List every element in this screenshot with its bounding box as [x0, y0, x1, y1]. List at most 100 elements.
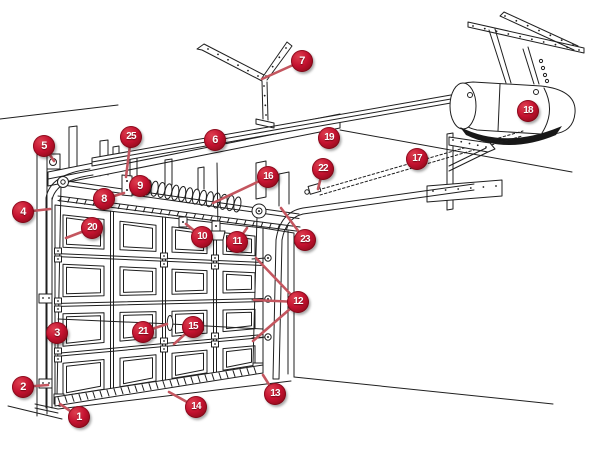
angle-tick	[159, 209, 163, 215]
callout-badge-12[interactable]: 12	[287, 291, 309, 313]
angle-tick	[75, 198, 79, 204]
door-rail	[54, 300, 264, 307]
seal-tick	[239, 369, 243, 377]
callout-badge-6[interactable]: 6	[204, 129, 226, 151]
perforation-dot	[48, 297, 50, 299]
door-panel-inset	[123, 223, 153, 249]
cable-drum-right	[255, 207, 263, 215]
perforation-dot	[566, 46, 569, 49]
angle-tick	[277, 224, 280, 230]
door-hardware	[53, 216, 272, 407]
door-panel	[119, 311, 157, 342]
hinge-bolt	[57, 308, 59, 310]
perforation-dot	[257, 75, 259, 77]
seal-tick	[99, 390, 103, 398]
callout-badge-16[interactable]: 16	[257, 166, 279, 188]
perforation-dot	[495, 30, 498, 33]
door-panel-inset	[226, 348, 252, 368]
lift-handle	[166, 315, 174, 331]
seal-tick	[148, 383, 152, 391]
angle-tick	[201, 214, 205, 220]
hinge-bolt	[57, 358, 59, 360]
bracket-bolt	[182, 221, 184, 223]
seal-tick	[246, 367, 250, 375]
perforation-dot	[263, 94, 266, 97]
angle-tick	[134, 206, 138, 212]
door-panel	[119, 220, 157, 252]
release-handle	[210, 230, 226, 241]
callout-badge-25[interactable]: 25	[120, 126, 142, 148]
callout-badge-20[interactable]: 20	[81, 217, 103, 239]
door-panel-inset	[226, 273, 252, 291]
callout-badge-21[interactable]: 21	[132, 321, 154, 343]
perforation-dot	[560, 39, 563, 42]
angle-tick	[126, 204, 129, 211]
callout-badge-18[interactable]: 18	[517, 100, 539, 122]
seal-tick	[162, 380, 166, 388]
door-panel	[171, 349, 208, 379]
angle-tick	[176, 211, 180, 217]
callout-badge-1[interactable]: 1	[68, 406, 90, 428]
callout-badge-15[interactable]: 15	[182, 316, 204, 338]
seal-tick	[218, 372, 222, 380]
callout-badge-9[interactable]: 9	[129, 175, 151, 197]
perforation-dot	[485, 146, 487, 148]
callout-badge-2[interactable]: 2	[12, 376, 34, 398]
seal-tick	[190, 376, 194, 384]
angle-tick	[260, 222, 264, 228]
perforation-dot	[278, 56, 281, 59]
perforation-dot	[578, 49, 580, 51]
ceiling-mounting-brackets	[467, 11, 585, 85]
bracket-bolt	[215, 225, 217, 227]
callout-badge-8[interactable]: 8	[93, 188, 115, 210]
door-rail	[54, 336, 264, 357]
perforation-dot	[271, 65, 274, 68]
perforation-dot	[482, 186, 485, 188]
bracket-perforations	[42, 15, 580, 384]
door-panel-inset	[66, 266, 101, 295]
perforation-dot	[285, 47, 287, 49]
seal-tick	[211, 373, 215, 381]
perforation-dot	[483, 27, 486, 30]
callout-badge-13[interactable]: 13	[264, 383, 286, 405]
seal-tick	[225, 371, 229, 379]
track-roller	[267, 336, 269, 338]
angle-tick	[151, 208, 154, 214]
callout-badge-5[interactable]: 5	[33, 135, 55, 157]
angle-tick	[58, 196, 62, 202]
callout-badge-22[interactable]: 22	[312, 158, 334, 180]
door-panel-inset	[123, 269, 153, 293]
perforation-dot	[554, 43, 557, 46]
door-rail	[54, 256, 264, 267]
callout-badge-11[interactable]: 11	[226, 231, 248, 253]
angle-tick	[210, 215, 213, 221]
door-rail	[54, 297, 264, 304]
perforation-dot	[504, 15, 506, 17]
door-panel-inset	[175, 271, 204, 292]
callout-badge-19[interactable]: 19	[318, 127, 340, 149]
perforation-dot	[549, 34, 552, 37]
callout-badge-23[interactable]: 23	[294, 229, 316, 251]
callout-badge-7[interactable]: 7	[291, 50, 313, 72]
seal-tick	[176, 378, 180, 386]
seal-tick	[197, 375, 201, 383]
callout-badge-4[interactable]: 4	[12, 201, 34, 223]
seal-tick	[57, 397, 61, 405]
right-door-track	[272, 183, 475, 380]
callout-badge-14[interactable]: 14	[185, 396, 207, 418]
anchor-bolt	[126, 180, 128, 182]
callout-badge-10[interactable]: 10	[191, 226, 213, 248]
door-panel-inset	[66, 362, 101, 394]
hinge-bolt	[214, 257, 216, 259]
seal-tick	[120, 387, 124, 395]
perforation-dot	[265, 114, 267, 116]
door-panel	[119, 266, 157, 296]
perforation-dot	[495, 185, 497, 187]
door-rail	[54, 253, 264, 264]
angle-tick	[84, 199, 87, 205]
perforation-dot	[572, 44, 574, 46]
callout-badge-17[interactable]: 17	[406, 148, 428, 170]
perforation-dot	[457, 188, 460, 190]
callout-badge-3[interactable]: 3	[46, 322, 68, 344]
